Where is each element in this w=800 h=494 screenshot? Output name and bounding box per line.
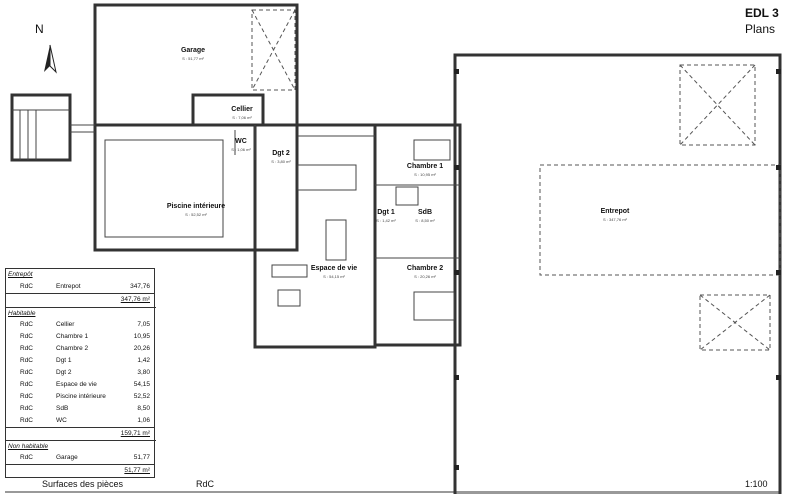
coffee-table	[277, 289, 301, 307]
footer-title: Surfaces des pièces	[42, 479, 124, 489]
dining-table	[325, 219, 347, 261]
skylight-1	[679, 64, 756, 146]
north-arrow-icon	[44, 44, 57, 74]
garage-walls	[93, 3, 299, 127]
group-total: 51,77 m²	[6, 464, 154, 476]
bedroom-wing-walls	[373, 123, 462, 347]
cellier-walls	[191, 93, 265, 127]
kitchen-island	[297, 164, 357, 191]
bed-2	[413, 291, 455, 321]
skylight-2	[699, 294, 771, 351]
sheet-code: EDL 3	[745, 6, 779, 20]
warehouse-mezzanine	[539, 164, 781, 276]
group-total: 347,76 m²	[6, 293, 154, 305]
warehouse-columns	[454, 69, 781, 470]
footer-scale: 1:100	[745, 479, 768, 489]
pool-basin	[104, 139, 224, 238]
garage-skylight	[251, 9, 296, 91]
group-total: 159,71 m²	[6, 427, 154, 439]
pool-room-walls	[93, 123, 299, 252]
group-header: Non habitable	[6, 440, 156, 452]
bed-1	[413, 139, 451, 161]
stair-walls	[10, 93, 72, 162]
sofa	[271, 264, 308, 278]
group-header: Entrepôt	[8, 271, 33, 278]
bathtub	[395, 186, 419, 206]
footer-level: RdC	[196, 479, 215, 489]
north-label: N	[35, 22, 44, 36]
sheet-subtitle: Plans	[745, 22, 776, 36]
group-header: Habitable	[6, 307, 156, 319]
